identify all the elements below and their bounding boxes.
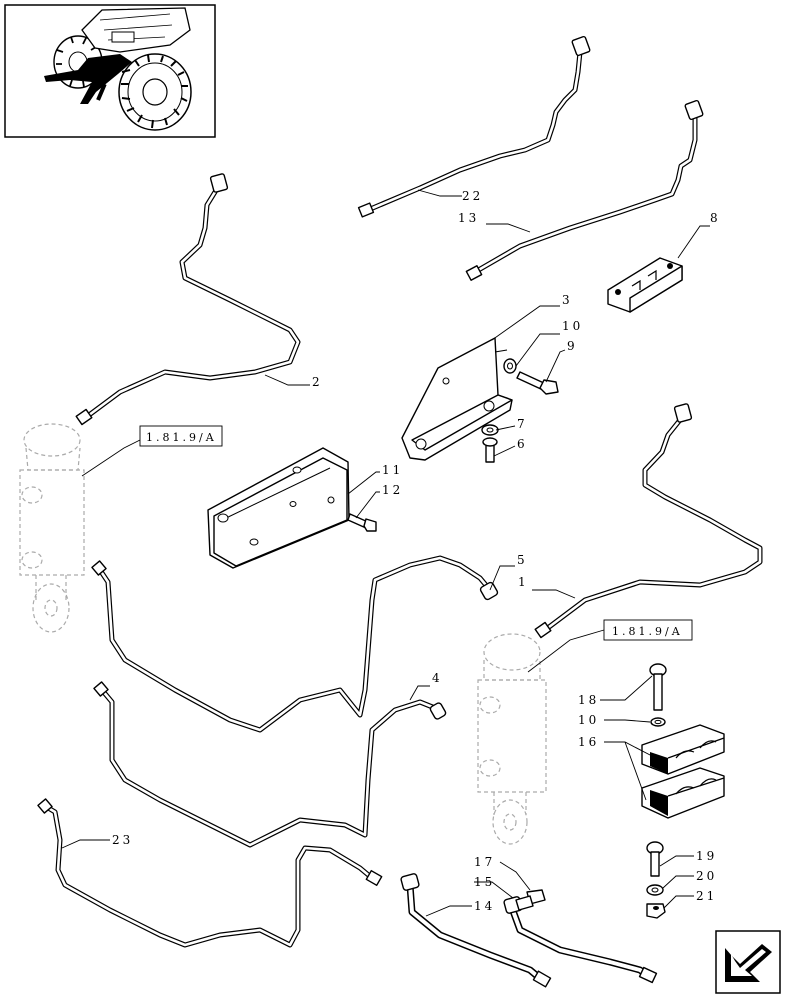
pipe-2 — [75, 173, 301, 426]
arrow-icon — [725, 944, 772, 982]
washer-10-upper — [503, 358, 517, 374]
callout-1[interactable]: 1 — [518, 575, 529, 589]
callout-19[interactable]: 19 — [696, 849, 717, 863]
callout-11[interactable]: 11 — [382, 463, 403, 477]
bolt-9 — [516, 371, 559, 395]
callout-13[interactable]: 13 — [458, 211, 479, 225]
callout-23[interactable]: 23 — [112, 833, 133, 847]
clamp-8 — [607, 257, 683, 313]
leader-lines — [61, 189, 710, 917]
fitting-15 — [515, 895, 534, 911]
nut-21 — [646, 903, 666, 919]
callout-10-lower[interactable]: 10 — [578, 713, 599, 727]
callout-14[interactable]: 14 — [474, 899, 495, 913]
tractor-thumbnail — [4, 4, 216, 138]
pipe-5 — [91, 555, 499, 733]
callout-4[interactable]: 4 — [432, 671, 443, 685]
callout-8[interactable]: 8 — [710, 211, 721, 225]
pipe-4 — [93, 681, 447, 848]
pipe-23 — [37, 798, 383, 948]
callout-18[interactable]: 18 — [578, 693, 599, 707]
bolt-18 — [649, 663, 667, 711]
washer-7 — [481, 424, 499, 436]
callout-9[interactable]: 9 — [567, 339, 578, 353]
callout-22[interactable]: 22 — [462, 189, 483, 203]
callout-3[interactable]: 3 — [562, 293, 573, 307]
reference-box-upper[interactable]: 1.81.9/A — [139, 425, 223, 447]
pipe-13 — [465, 99, 704, 281]
callout-2[interactable]: 2 — [312, 375, 323, 389]
clamp-16-lower — [641, 767, 725, 819]
hose-14-left — [400, 873, 552, 988]
callout-10-upper[interactable]: 10 — [562, 319, 583, 333]
callout-20[interactable]: 20 — [696, 869, 717, 883]
callout-12[interactable]: 12 — [382, 483, 403, 497]
pipe-22 — [357, 35, 591, 218]
callout-21[interactable]: 21 — [696, 889, 717, 903]
bolt-6 — [482, 437, 498, 463]
callout-17[interactable]: 17 — [474, 855, 495, 869]
bracket-3 — [401, 337, 513, 461]
bolt-19 — [646, 841, 664, 877]
clamp-16-upper — [641, 724, 725, 775]
navigation-arrow-button[interactable] — [715, 930, 781, 994]
callouts: 22 13 8 3 10 9 2 7 6 11 12 5 1 4 18 10 1… — [112, 189, 721, 913]
reference-label: 1.81.9/A — [146, 431, 217, 444]
cylinder-left-phantom — [19, 423, 85, 633]
callout-5[interactable]: 5 — [517, 553, 528, 567]
reference-label: 1.81.9/A — [612, 625, 683, 638]
callout-6[interactable]: 6 — [517, 437, 528, 451]
pipe-1 — [534, 403, 763, 639]
bolt-12 — [347, 513, 377, 532]
tractor-icon — [44, 7, 192, 131]
reference-box-lower[interactable]: 1.81.9/A — [603, 619, 693, 641]
washer-10-lower — [650, 717, 666, 727]
cylinder-right-phantom — [477, 633, 547, 845]
callout-7[interactable]: 7 — [517, 417, 528, 431]
callout-16[interactable]: 16 — [578, 735, 599, 749]
callout-15[interactable]: 15 — [474, 875, 495, 889]
washer-20 — [646, 884, 664, 896]
bracket-11 — [207, 447, 350, 569]
